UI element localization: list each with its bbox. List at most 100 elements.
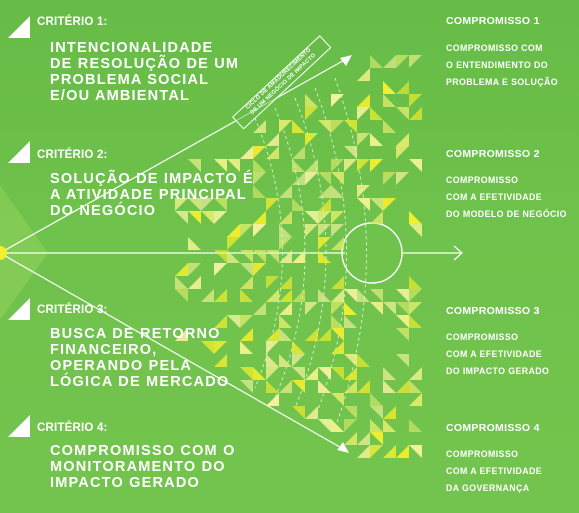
mosaic-triangle bbox=[331, 159, 344, 172]
mosaic-triangle bbox=[227, 250, 240, 263]
mosaic-triangle bbox=[266, 380, 279, 393]
mosaic-triangle bbox=[383, 81, 396, 94]
target-circle bbox=[341, 222, 403, 284]
mosaic-triangle bbox=[383, 120, 396, 133]
mosaic-triangle bbox=[331, 367, 344, 380]
mosaic-triangle bbox=[318, 237, 331, 250]
mosaic-triangle bbox=[396, 445, 409, 458]
mosaic-triangle bbox=[214, 211, 227, 224]
mosaic-triangle bbox=[214, 263, 227, 276]
mosaic-triangle bbox=[279, 315, 292, 328]
output-arrow-head bbox=[453, 245, 463, 261]
mosaic-triangle bbox=[318, 198, 331, 211]
mosaic-triangle bbox=[383, 367, 396, 380]
mosaic-triangle bbox=[344, 432, 357, 445]
mosaic-triangle bbox=[396, 302, 409, 315]
mosaic-triangle bbox=[175, 276, 188, 289]
mosaic-triangle bbox=[370, 432, 383, 445]
mosaic-triangle bbox=[292, 380, 305, 393]
mosaic-triangle bbox=[292, 250, 305, 263]
mosaic-triangle bbox=[318, 289, 331, 302]
mosaic-triangle bbox=[383, 419, 396, 432]
mosaic-triangle bbox=[188, 237, 201, 250]
criterion-2-text: SOLUÇÃO DE IMPACTO É A ATIVIDADE PRINCIP… bbox=[50, 171, 254, 219]
mosaic-triangle bbox=[266, 328, 279, 341]
mosaic-triangle bbox=[344, 419, 357, 432]
mosaic-triangle bbox=[253, 263, 266, 276]
mosaic-triangle bbox=[201, 341, 214, 354]
mosaic-triangle bbox=[240, 276, 253, 289]
mosaic-triangle bbox=[396, 328, 409, 341]
mosaic-triangle bbox=[188, 263, 201, 276]
mosaic-triangle bbox=[396, 133, 409, 146]
mosaic-triangle bbox=[240, 315, 253, 328]
mosaic-triangle bbox=[175, 328, 188, 341]
commitment-2-title: COMPROMISSO 2 bbox=[446, 148, 540, 160]
mosaic-triangle bbox=[383, 445, 396, 458]
mosaic-triangle bbox=[318, 185, 331, 198]
mosaic-triangle bbox=[305, 94, 318, 107]
mosaic-triangle bbox=[344, 380, 357, 393]
mosaic-triangle bbox=[344, 159, 357, 172]
mosaic-triangle bbox=[214, 341, 227, 354]
mosaic-triangle bbox=[266, 393, 279, 406]
mosaic-triangle bbox=[175, 289, 188, 302]
mosaic-triangle bbox=[279, 328, 292, 341]
mosaic-triangle bbox=[292, 198, 305, 211]
mosaic-triangle bbox=[383, 406, 396, 419]
mosaic-triangle bbox=[370, 302, 383, 315]
mosaic-triangle bbox=[279, 250, 292, 263]
mosaic-triangle bbox=[318, 120, 331, 133]
mosaic-triangle bbox=[240, 224, 253, 237]
mosaic-triangle bbox=[292, 146, 305, 159]
criterion-2-marker-icon bbox=[8, 141, 30, 163]
mosaic-triangle bbox=[227, 237, 240, 250]
mosaic-triangle bbox=[409, 367, 422, 380]
mosaic-triangle bbox=[370, 406, 383, 419]
mosaic-triangle bbox=[344, 367, 357, 380]
mosaic-triangle bbox=[383, 55, 396, 68]
mosaic-triangle bbox=[305, 302, 318, 315]
mosaic-triangle bbox=[409, 289, 422, 302]
mosaic-triangle bbox=[357, 445, 370, 458]
mosaic-triangle bbox=[331, 185, 344, 198]
mosaic-triangle bbox=[279, 224, 292, 237]
mosaic-triangle bbox=[331, 120, 344, 133]
mosaic-triangle bbox=[357, 289, 370, 302]
mosaic-triangle bbox=[370, 445, 383, 458]
mosaic-triangle bbox=[253, 185, 266, 198]
mosaic-triangle bbox=[292, 367, 305, 380]
mosaic-triangle bbox=[409, 445, 422, 458]
mosaic-triangle bbox=[253, 224, 266, 237]
mosaic-triangle bbox=[279, 276, 292, 289]
mosaic-triangle bbox=[331, 289, 344, 302]
mosaic-triangle bbox=[292, 354, 305, 367]
mosaic-triangle bbox=[240, 250, 253, 263]
mosaic-triangle bbox=[240, 328, 253, 341]
commitment-2-text: COMPROMISSO COM A EFETIVIDADE DO MODELO … bbox=[446, 175, 567, 219]
mosaic-triangle bbox=[253, 367, 266, 380]
mosaic-triangle bbox=[266, 250, 279, 263]
criterion-4-text: COMPROMISSO COM O MONITORAMENTO DO IMPAC… bbox=[50, 443, 236, 491]
origin-dot bbox=[0, 246, 7, 260]
mosaic-triangle bbox=[175, 198, 188, 211]
mosaic-triangle bbox=[370, 133, 383, 146]
commitment-3-text: COMPROMISSO COM A EFETIVIDADE DO IMPACTO… bbox=[446, 332, 550, 376]
mosaic-triangle bbox=[279, 120, 292, 133]
criterion-1-label: CRITÉRIO 1: bbox=[37, 16, 108, 28]
mosaic-triangle bbox=[253, 302, 266, 315]
mosaic-triangle bbox=[318, 380, 331, 393]
mosaic-triangle bbox=[357, 185, 370, 198]
mosaic-triangle bbox=[305, 406, 318, 419]
mosaic-triangle bbox=[331, 315, 344, 328]
mosaic-triangle bbox=[331, 302, 344, 315]
mosaic-triangle bbox=[240, 380, 253, 393]
mosaic-triangle bbox=[396, 380, 409, 393]
commitment-4-text: COMPROMISSO COM A EFETIVIDADE DA GOVERNA… bbox=[446, 449, 543, 493]
mosaic-triangle bbox=[409, 380, 422, 393]
mosaic-triangle bbox=[292, 120, 305, 133]
mosaic-triangle bbox=[305, 328, 318, 341]
mosaic-triangle bbox=[305, 367, 318, 380]
upper-ray-line bbox=[0, 57, 349, 254]
